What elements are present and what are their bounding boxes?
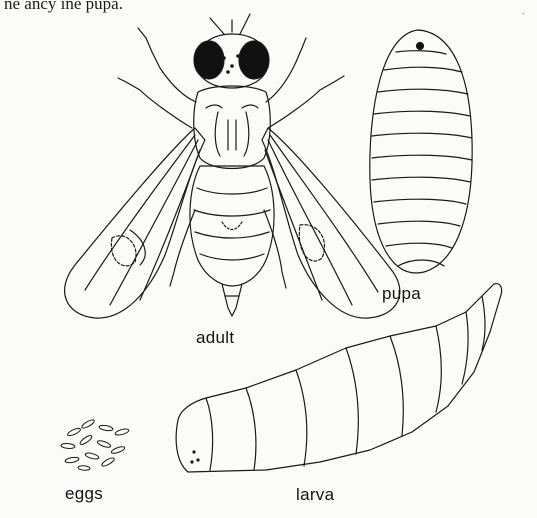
right-wing-vein bbox=[268, 140, 352, 305]
left-front-leg bbox=[146, 38, 196, 102]
right-hind-leg bbox=[264, 210, 286, 288]
left-middle-leg bbox=[118, 78, 192, 128]
pupa-drawing bbox=[370, 30, 472, 273]
ovipositor bbox=[222, 284, 242, 316]
antenna-right bbox=[240, 14, 250, 34]
larva-drawing bbox=[176, 284, 501, 472]
pupa-body bbox=[370, 30, 472, 273]
larva-body bbox=[176, 284, 501, 472]
adult-fly-drawing bbox=[65, 14, 400, 318]
left-wing-vein bbox=[140, 150, 200, 300]
label-pupa: pupa bbox=[382, 284, 421, 304]
label-eggs: eggs bbox=[65, 484, 103, 504]
left-front-leg bbox=[138, 28, 146, 38]
abdomen bbox=[190, 166, 274, 286]
left-eye bbox=[194, 41, 224, 79]
eggs-drawing bbox=[61, 418, 130, 470]
right-eye bbox=[239, 41, 269, 79]
left-hind-leg bbox=[170, 210, 195, 286]
thorax bbox=[194, 86, 271, 169]
right-wing bbox=[262, 128, 400, 318]
left-wing-spot bbox=[111, 236, 136, 266]
left-wing-vein bbox=[110, 140, 198, 305]
right-middle-leg bbox=[268, 76, 344, 128]
label-adult: adult bbox=[196, 328, 234, 348]
right-front-leg bbox=[266, 38, 306, 102]
label-larva: larva bbox=[296, 485, 334, 505]
antenna-left bbox=[210, 18, 224, 34]
left-wing-vein bbox=[130, 230, 145, 265]
